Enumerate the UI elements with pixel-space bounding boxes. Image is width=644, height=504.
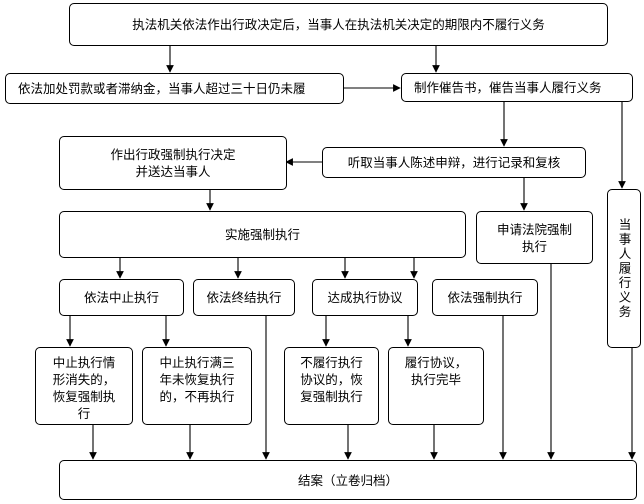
node-top-label: 执法机关依法作出行政决定后，当事人在执法机关决定的期限内不履行义务 (132, 17, 545, 32)
node-top: 执法机关依法作出行政决定后，当事人在执法机关决定的期限内不履行义务 (69, 3, 608, 46)
node-penalty-label: 依法加处罚款或者滞纳金，当事人超过三十日仍未履 (18, 81, 306, 96)
node-perform-label: 当事人履行义务 (616, 217, 632, 320)
node-enforce-label: 依法强制执行 (447, 290, 523, 305)
node-suspend: 依法中止执行 (59, 279, 184, 316)
node-implement: 实施强制执行 (59, 211, 466, 258)
node-notice: 制作催告书，催告当事人履行义务 (401, 73, 633, 102)
node-implement-label: 实施强制执行 (224, 227, 300, 242)
node-court: 申请法院强制 执行 (476, 211, 593, 264)
node-decision-label: 作出行政强制执行决定 并送达当事人 (110, 147, 236, 179)
node-decision: 作出行政强制执行决定 并送达当事人 (59, 136, 287, 190)
node-breach: 不履行执行 协议的，恢 复强制执行 (284, 347, 379, 425)
node-hearing: 听取当事人陈述申辩，进行记录和复核 (322, 147, 586, 178)
node-resume: 中止执行情 形消失的， 恢复强制执 行 (35, 347, 133, 425)
node-suspend-label: 依法中止执行 (83, 290, 159, 305)
node-nolonger: 中止执行满三 年未恢复执行 的，不再执行 (142, 347, 252, 425)
node-fulfil: 履行协议， 执行完毕 (388, 347, 484, 425)
node-perform: 当事人履行义务 (607, 189, 641, 348)
node-agreement: 达成执行协议 (312, 279, 418, 316)
node-agreement-label: 达成执行协议 (327, 290, 403, 305)
node-close-label: 结案（立卷归档） (297, 472, 398, 488)
node-nolonger-label: 中止执行满三 年未恢复执行 的，不再执行 (159, 355, 235, 404)
node-resume-label: 中止执行情 形消失的， 恢复强制执 行 (52, 355, 116, 421)
node-hearing-label: 听取当事人陈述申辩，进行记录和复核 (347, 155, 561, 170)
node-court-label: 申请法院强制 执行 (496, 221, 572, 254)
node-terminate-label: 依法终结执行 (206, 290, 282, 305)
node-breach-label: 不履行执行 协议的，恢 复强制执行 (300, 355, 363, 404)
node-terminate: 依法终结执行 (193, 279, 295, 316)
node-close: 结案（立卷归档） (59, 460, 637, 500)
node-fulfil-label: 履行协议， 执行完毕 (404, 355, 468, 387)
node-notice-label: 制作催告书，催告当事人履行义务 (414, 80, 602, 95)
node-penalty: 依法加处罚款或者滞纳金，当事人超过三十日仍未履 (5, 73, 344, 104)
node-enforce: 依法强制执行 (432, 279, 538, 316)
